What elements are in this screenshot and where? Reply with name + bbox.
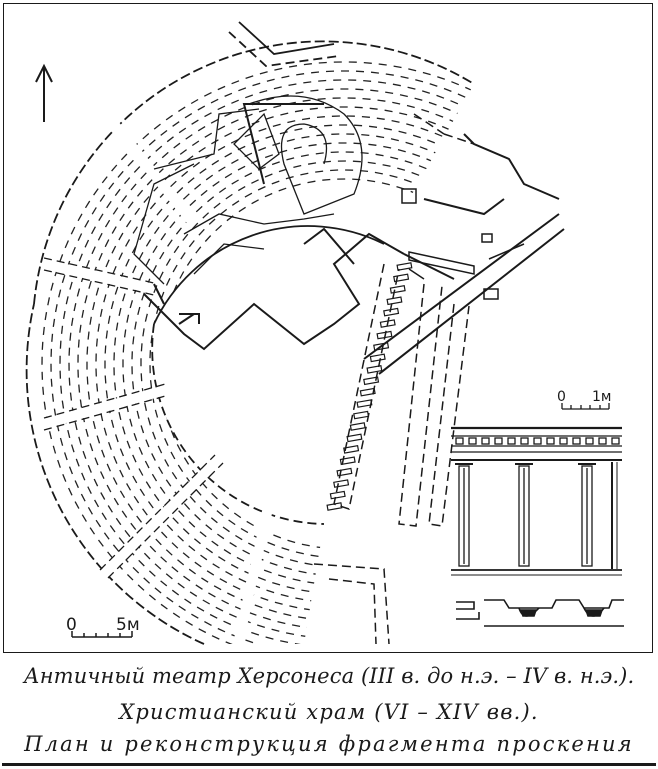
caption-line-theatre: Античный театр Херсонеса (III в. до н.э.… bbox=[23, 664, 635, 688]
caption-line-plan: План и реконструкция фрагмента проскения bbox=[24, 732, 634, 756]
cavea-outline bbox=[25, 40, 475, 645]
scale-zero-label: 0 bbox=[66, 615, 77, 635]
main-scale-bar: 0 5м bbox=[66, 615, 140, 638]
north-arrow bbox=[35, 63, 53, 122]
skene-walls bbox=[363, 133, 565, 375]
figure-frame: 0 5м 0 1м bbox=[3, 3, 653, 653]
inset-scale-zero-label: 0 bbox=[557, 389, 566, 405]
proskenion-plan-strip bbox=[456, 599, 624, 627]
caption-underline bbox=[2, 763, 656, 766]
church-apse bbox=[133, 95, 363, 285]
skene-dashed bbox=[313, 113, 475, 645]
aisle-edges bbox=[43, 257, 224, 579]
entablature bbox=[451, 426, 622, 461]
north-wall-fragment bbox=[228, 21, 340, 67]
inset-scale-value-label: 1м bbox=[592, 389, 611, 405]
stylobate bbox=[451, 569, 622, 576]
radial-aisles bbox=[42, 120, 274, 641]
inset-scale-bar: 0 1м bbox=[557, 389, 611, 410]
proskenion-colonnade bbox=[326, 262, 413, 511]
proskenion-reconstruction bbox=[451, 426, 624, 627]
theatre-plan-drawing: 0 5м 0 1м bbox=[25, 21, 624, 645]
scale-value-label: 5м bbox=[116, 615, 140, 635]
church-walls bbox=[143, 103, 405, 351]
skene-details bbox=[401, 188, 525, 300]
columns bbox=[455, 462, 618, 569]
caption-line-temple: Христианский храм (VI – XIV вв.). bbox=[119, 700, 539, 724]
